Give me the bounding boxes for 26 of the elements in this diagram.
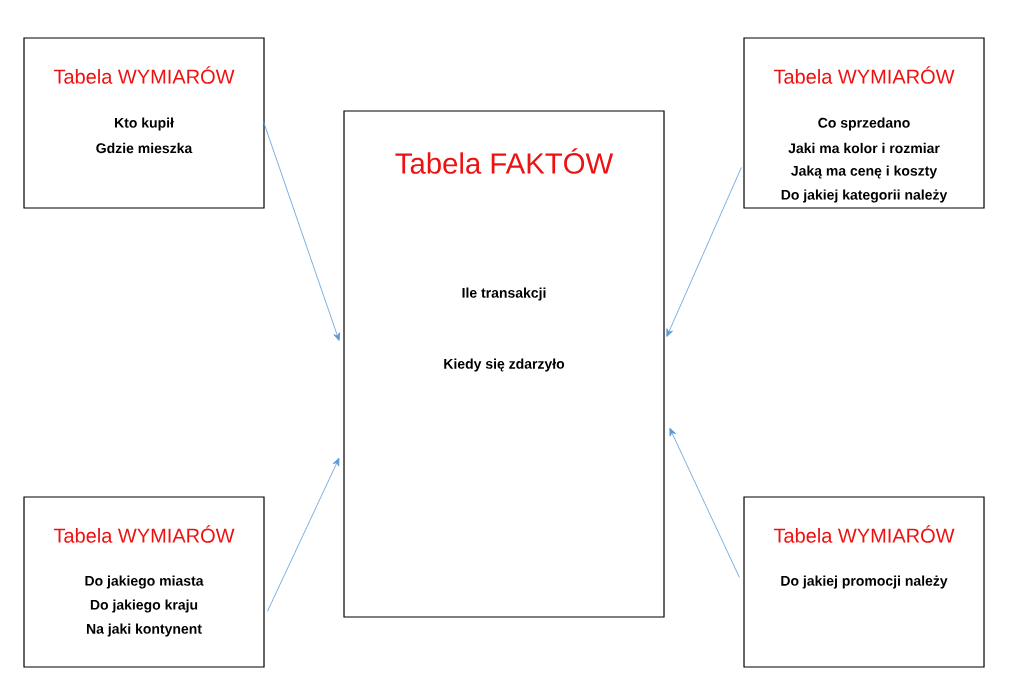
text-line: Do jakiej kategorii należy [781, 189, 948, 203]
arrow [267, 457, 340, 612]
arrow [263, 121, 341, 341]
table-box [743, 496, 985, 668]
text-line: Do jakiego miasta [85, 575, 204, 589]
text-line: Jaką ma cenę i koszty [791, 165, 938, 179]
text-line: Jaki ma kolor i rozmiar [788, 142, 940, 154]
text-line: Gdzie mieszka [96, 142, 193, 154]
arrow [666, 167, 742, 337]
text-line: Na jaki kontynent [87, 623, 202, 637]
table-box [23, 37, 265, 209]
table-box [743, 37, 985, 209]
table-box [23, 496, 265, 668]
text-line: Kto kupił [115, 117, 174, 131]
table-title: Tabela WYMIARÓW [53, 66, 235, 84]
text-line: Kiedy się zdarzyło [444, 358, 565, 372]
table-title: Tabela WYMIARÓW [53, 525, 235, 543]
text-line: Do jakiej promocji należy [781, 575, 948, 589]
text-line: Ile transakcji [462, 287, 546, 301]
table-title: Tabela WYMIARÓW [773, 66, 955, 84]
table-box [343, 110, 665, 618]
text-line: Co sprzedano [818, 117, 910, 131]
table-title: Tabela FAKTÓW [395, 148, 614, 174]
arrow [669, 427, 740, 578]
text-line: Do jakiego kraju [90, 599, 198, 613]
table-title: Tabela WYMIARÓW [773, 525, 955, 543]
